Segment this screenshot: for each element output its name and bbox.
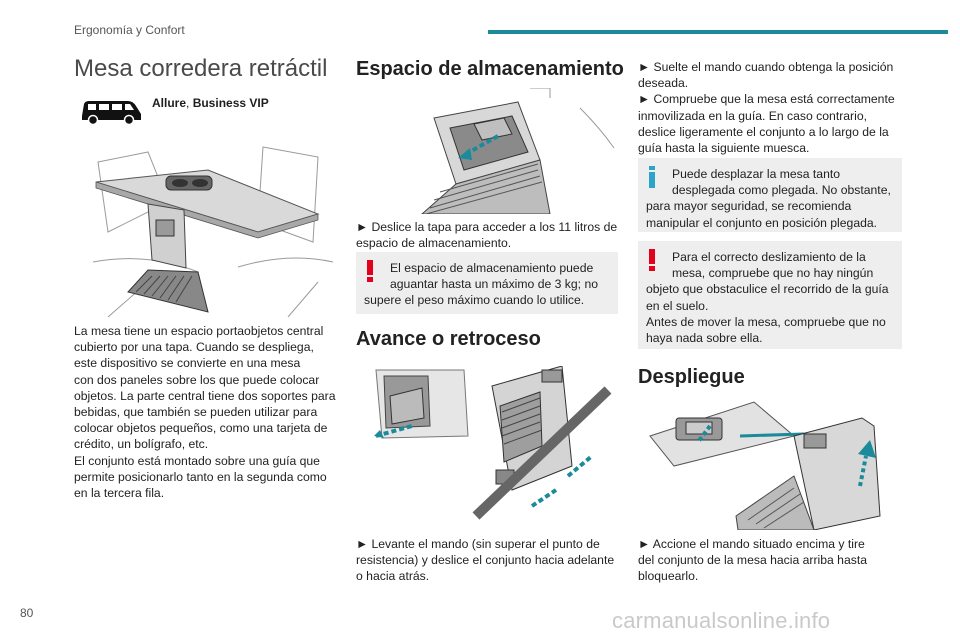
section-title-avance: Avance o retroceso xyxy=(356,328,541,350)
warning-icon xyxy=(367,260,373,282)
slide-illustration xyxy=(374,366,612,520)
header-section-title: Ergonomía y Confort xyxy=(74,23,185,37)
header-accent-bar xyxy=(488,30,948,34)
table-illustration xyxy=(92,146,334,317)
section-title-despliegue: Despliegue xyxy=(638,366,745,388)
van-icon xyxy=(82,101,141,126)
warning-box-slide: Para el correcto deslizamiento de la mes… xyxy=(638,241,902,349)
deploy-illustration xyxy=(649,401,881,530)
deploy-step: ► Accione el mando situado encima y tire… xyxy=(638,537,867,584)
warning-icon xyxy=(649,249,655,271)
slide-step: ► Levante el mando (sin superar el punto… xyxy=(356,537,615,584)
info-icon xyxy=(649,166,655,188)
storage-step: ► Deslice la tapa para acceder a los 11 … xyxy=(356,220,618,251)
warning-box-storage: El espacio de almacenamiento puede aguan… xyxy=(356,252,618,314)
watermark: carmanualsonline.info xyxy=(612,608,831,633)
release-steps: ► Suelte el mando cuando obtenga la posi… xyxy=(638,60,895,156)
version-label: Allure, Business VIP xyxy=(152,96,269,110)
section-title-almacenamiento: Espacio de almacenamiento xyxy=(356,58,624,80)
storage-illustration xyxy=(421,88,615,214)
mesa-description: La mesa tiene un espacio portaobjetos ce… xyxy=(74,324,336,501)
info-box-move: Puede desplazar la mesa tanto desplegada… xyxy=(638,158,902,232)
page-number: 80 xyxy=(20,606,34,620)
section-title-mesa: Mesa corredera retráctil xyxy=(74,55,328,82)
